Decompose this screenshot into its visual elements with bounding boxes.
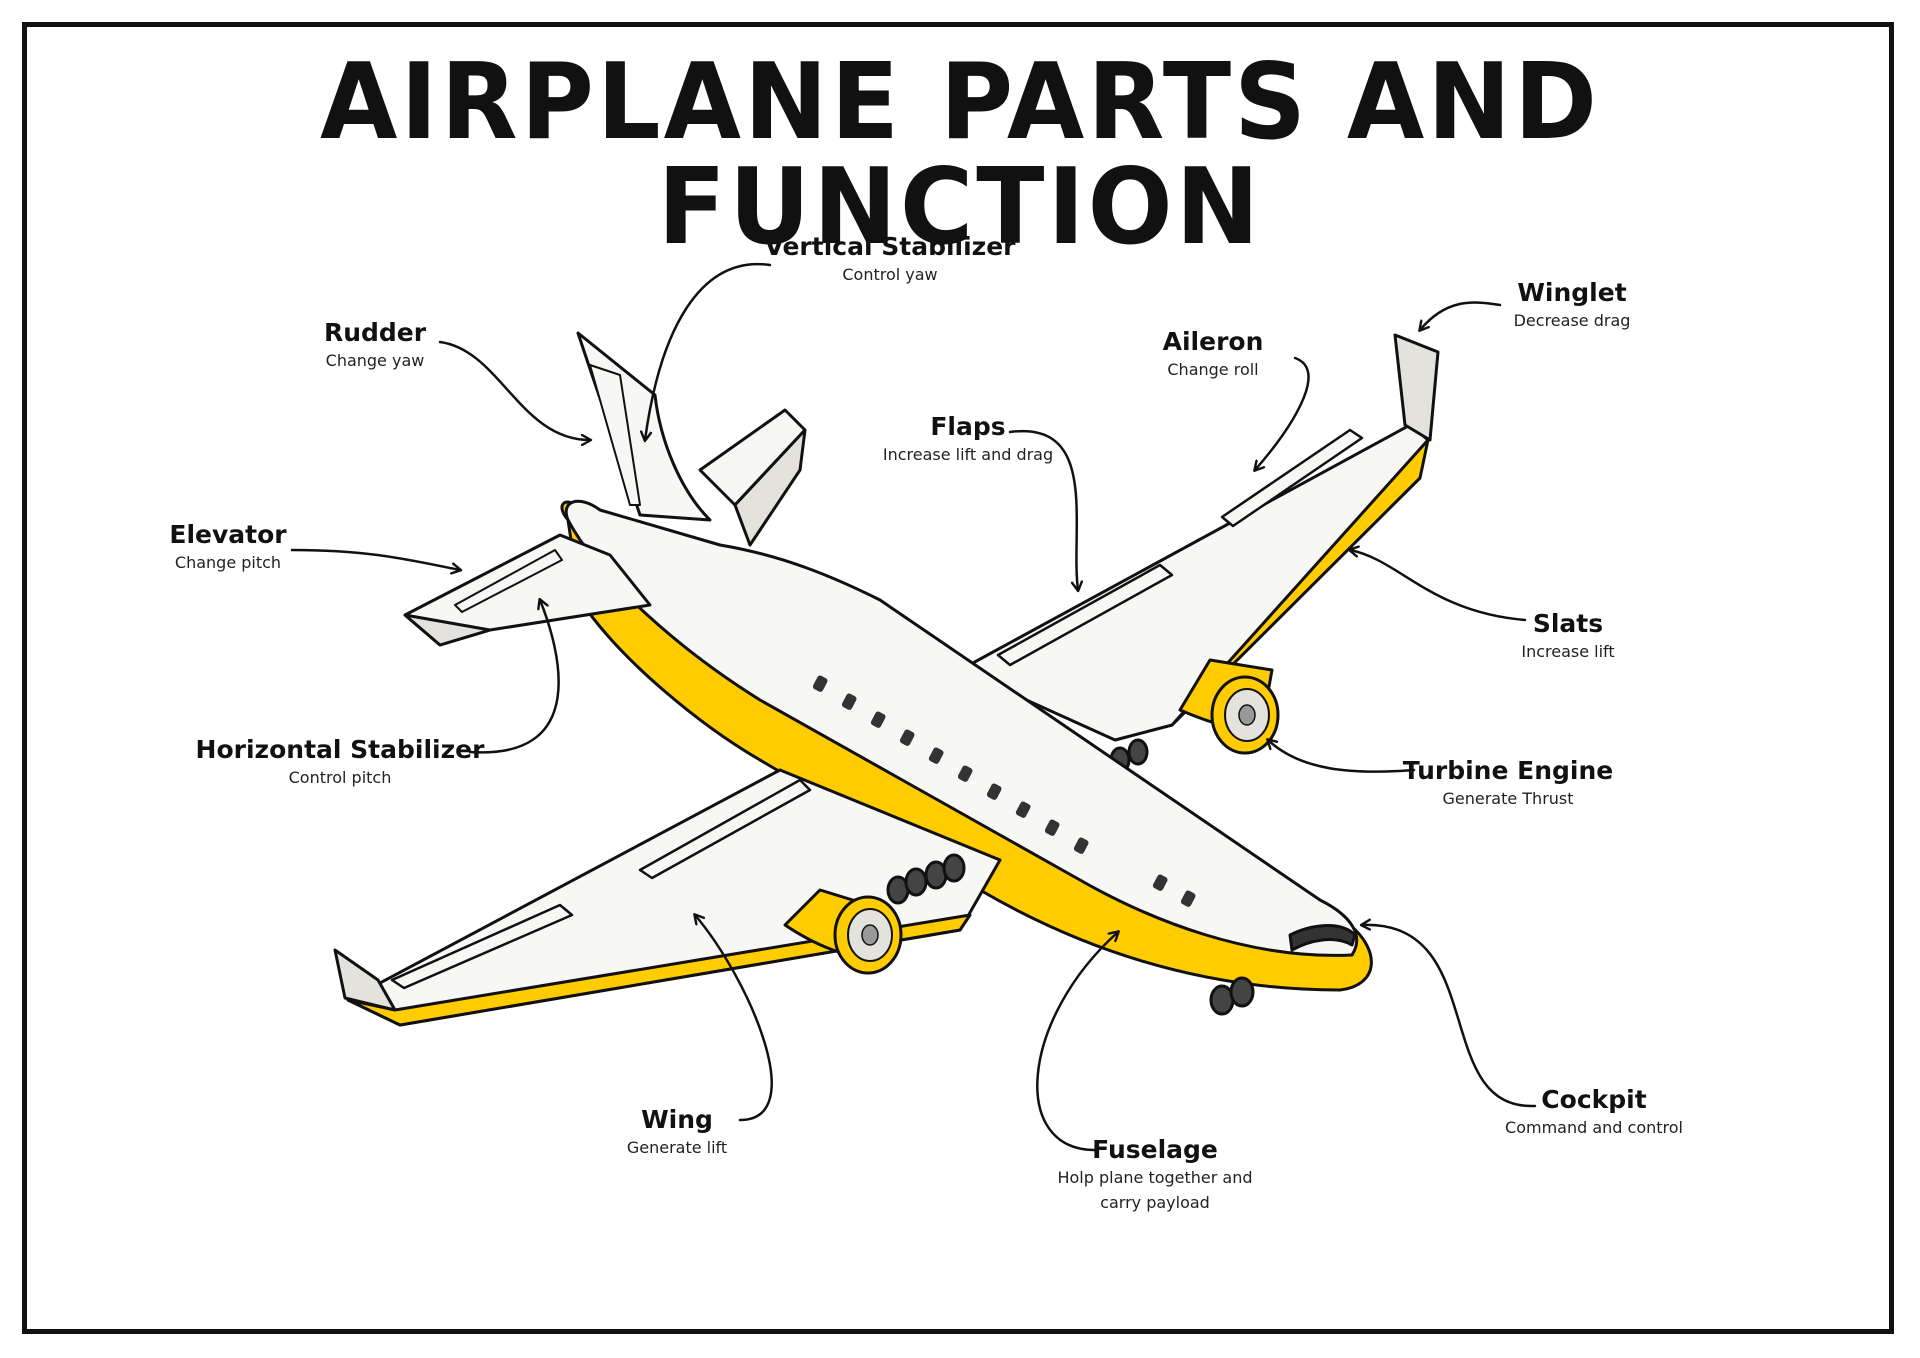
horizontal-stabilizer-right [698, 408, 807, 547]
connector-elevator [290, 548, 460, 570]
connector-fuselage [1036, 932, 1118, 1152]
part-function: Command and control [1505, 1118, 1683, 1137]
horizontal-stabilizer-left [403, 533, 652, 647]
connector-wing [695, 915, 773, 1122]
connector-winglet [1420, 301, 1502, 330]
part-function: Increase lift [1521, 642, 1615, 661]
connector-turbine-engine [1268, 740, 1416, 773]
label-flaps: Flaps Increase lift and drag [883, 412, 1053, 467]
part-name: Vertical Stabilizer [764, 232, 1016, 261]
connector-flaps [1008, 429, 1078, 590]
part-name: Elevator [169, 520, 287, 549]
part-function: Change roll [1167, 360, 1259, 379]
part-function: carry payload [1100, 1193, 1210, 1212]
passenger-windows [812, 675, 1196, 907]
part-name: Slats [1532, 609, 1604, 638]
airplane-illustration [333, 331, 1440, 1027]
part-name: Rudder [323, 318, 427, 347]
label-slats: Slats Increase lift [1521, 609, 1614, 664]
part-name: Aileron [1162, 327, 1264, 356]
part-function: Control yaw [842, 265, 938, 284]
left-engine [783, 888, 903, 975]
part-function: Decrease drag [1513, 311, 1631, 330]
part-name: Cockpit [1541, 1085, 1647, 1114]
right-wing [958, 333, 1440, 742]
connector-aileron [1255, 356, 1310, 470]
poster-title: AIRPLANE PARTS AND FUNCTION [320, 40, 1600, 269]
part-function: Control pitch [288, 768, 392, 787]
label-vertical-stabilizer: Vertical Stabilizer Control yaw [764, 232, 1015, 287]
part-function: Holp plane together and [1057, 1168, 1253, 1187]
label-cockpit: Cockpit Command and control [1505, 1085, 1683, 1140]
label-aileron: Aileron Change roll [1163, 327, 1264, 382]
part-function: Change yaw [325, 351, 425, 370]
label-rudder: Rudder Change yaw [324, 318, 426, 373]
connector-horizontal-stabilizer [468, 600, 560, 754]
nose-landing-gear [1209, 976, 1255, 1016]
label-fuselage: Fuselage Holp plane together and carry p… [1057, 1135, 1252, 1215]
part-name: Fuselage [1092, 1135, 1218, 1164]
poster-frame [22, 22, 1894, 1334]
part-name: Turbine Engine [1402, 756, 1614, 785]
label-elevator: Elevator Change pitch [169, 520, 286, 575]
part-function: Change pitch [174, 553, 282, 572]
main-landing-gear [886, 853, 966, 905]
part-function: Increase lift and drag [882, 445, 1054, 464]
connector-rudder [438, 340, 590, 440]
connector-slats [1350, 550, 1527, 622]
callout-connectors [290, 262, 1537, 1152]
part-name: Horizontal Stabilizer [195, 735, 485, 764]
connector-vertical-stabilizer [645, 262, 772, 440]
right-engine [1178, 658, 1280, 755]
connector-cockpit [1362, 925, 1537, 1108]
part-function: Generate Thrust [1442, 789, 1574, 808]
vertical-stabilizer-fin [576, 331, 712, 522]
part-name: Winglet [1517, 278, 1627, 307]
part-function: Generate lift [626, 1138, 728, 1157]
fuselage-body [560, 499, 1373, 992]
part-name: Flaps [930, 412, 1006, 441]
label-wing: Wing Generate lift [627, 1105, 727, 1160]
label-turbine-engine: Turbine Engine Generate Thrust [1403, 756, 1613, 811]
label-winglet: Winglet Decrease drag [1514, 278, 1631, 333]
label-horizontal-stabilizer: Horizontal Stabilizer Control pitch [196, 735, 485, 790]
part-name: Wing [641, 1105, 713, 1134]
